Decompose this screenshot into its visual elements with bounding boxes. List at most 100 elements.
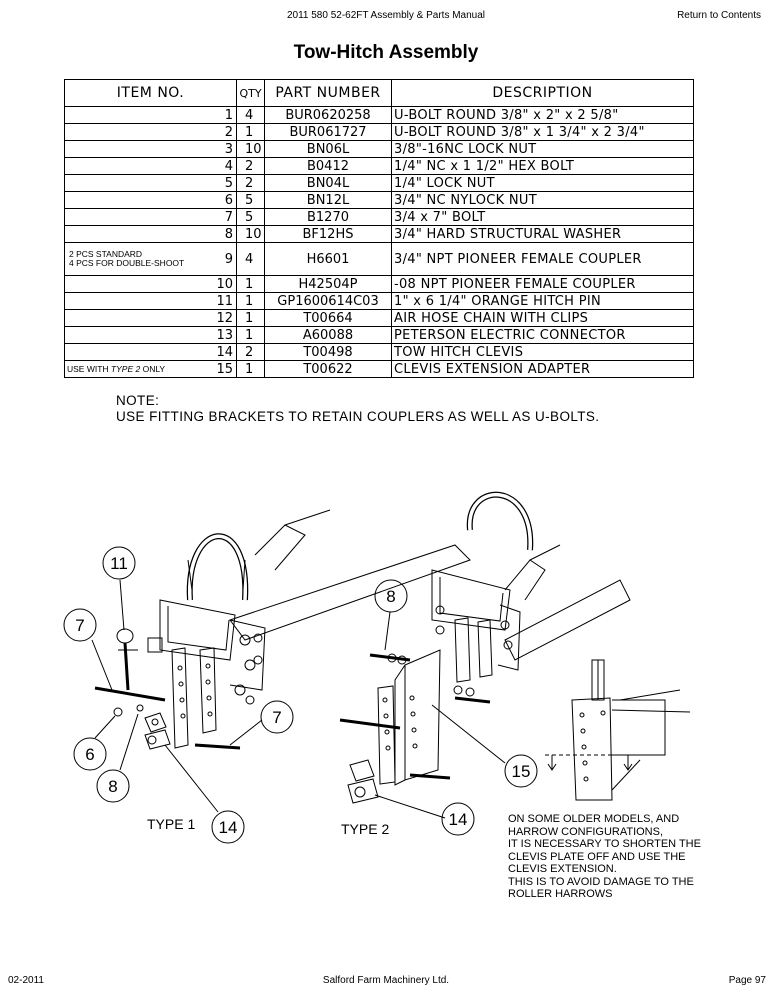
type1-hitch-pin (116, 628, 138, 691)
type1-leader-lines (91, 579, 263, 813)
header-part-number: PART NUMBER (264, 79, 392, 107)
table-row: 14 2 T00498 TOW HITCH CLEVIS (64, 343, 694, 361)
side-note-line: ROLLER HARROWS (508, 888, 613, 900)
return-to-contents-link[interactable]: Return to Contents (677, 10, 761, 21)
description: 3/4" NPT PIONEER FEMALE COUPLER (391, 242, 694, 276)
part-number: T00664 (264, 309, 392, 327)
type1-bolts (94, 686, 241, 750)
header-item-no: ITEM NO. (64, 79, 237, 107)
older-model-detail (545, 659, 691, 801)
side-note-line: CLEVIS PLATE OFF AND USE THE (508, 850, 686, 863)
note-heading: NOTE: (116, 393, 160, 408)
description: AIR HOSE CHAIN WITH CLIPS (391, 309, 694, 327)
item-no: 11 (64, 292, 237, 310)
callout-8-left: 8 (96, 769, 130, 803)
part-number: H6601 (264, 242, 392, 276)
qty: 1 (236, 275, 265, 293)
callout-6-text: 6 (85, 745, 94, 764)
callout-14-right: 14 (441, 802, 475, 836)
table-row: 8 10 BF12HS 3/4" HARD STRUCTURAL WASHER (64, 225, 694, 243)
type1-connector (147, 637, 163, 653)
type1-label: TYPE 1 (147, 816, 195, 832)
type2-note: USE WITH TYPE 2 ONLY (67, 365, 165, 374)
page-title: Tow-Hitch Assembly (293, 42, 479, 63)
table-row: 12 1 T00664 AIR HOSE CHAIN WITH CLIPS (64, 309, 694, 327)
callout-11: 11 (102, 546, 136, 580)
table-row: 4 2 B0412 1/4" NC x 1 1/2" HEX BOLT (64, 157, 694, 175)
item-no: 2 (64, 123, 237, 141)
qty: 10 (236, 225, 265, 243)
type2-note-em: TYPE 2 (110, 364, 141, 374)
part-number: B0412 (264, 157, 392, 175)
qty: 1 (236, 360, 265, 378)
coupler-note-line2: 4 PCS FOR DOUBLE-SHOOT (69, 258, 185, 268)
item-no: 3 (64, 140, 237, 158)
table-row: 7 5 B1270 3/4 x 7" BOLT (64, 208, 694, 226)
item-no: 7 (64, 208, 237, 226)
qty: 10 (236, 140, 265, 158)
description: 3/4" HARD STRUCTURAL WASHER (391, 225, 694, 243)
table-header-row: ITEM NO. QTY PART NUMBER DESCRIPTION (64, 79, 694, 107)
description: U-BOLT ROUND 3/8" x 1 3/4" x 2 3/4" (391, 123, 694, 141)
type2-hose-loop (466, 491, 534, 551)
table-row: USE WITH TYPE 2 ONLY 15 1 T00622 CLEVIS … (64, 360, 694, 378)
part-number: BUR0620258 (264, 106, 392, 124)
description: -08 NPT PIONEER FEMALE COUPLER (391, 275, 694, 293)
type2-extension-adapter (377, 649, 441, 786)
side-note-line: HARROW CONFIGURATIONS, (508, 825, 664, 838)
side-note-line: ON SOME OLDER MODELS, AND (508, 813, 680, 825)
description: U-BOLT ROUND 3/8" x 2" x 2 5/8" (391, 106, 694, 124)
part-number: BN06L (264, 140, 392, 158)
description: 3/4" NC NYLOCK NUT (391, 191, 694, 209)
note-text: USE FITTING BRACKETS TO RETAIN COUPLERS … (116, 409, 600, 424)
table-row: 13 1 A60088 PETERSON ELECTRIC CONNECTOR (64, 326, 694, 344)
item-no: 8 (64, 225, 237, 243)
part-number: H42504P (264, 275, 392, 293)
type2-bolts (339, 653, 491, 780)
part-number: T00498 (264, 343, 392, 361)
qty: 4 (236, 242, 265, 276)
assembly-note: NOTE: USE FITTING BRACKETS TO RETAIN COU… (116, 393, 599, 425)
part-number: BN12L (264, 191, 392, 209)
footer-date: 02-2011 (8, 975, 44, 986)
table-row: 6 5 BN12L 3/4" NC NYLOCK NUT (64, 191, 694, 209)
description: PETERSON ELECTRIC CONNECTOR (391, 326, 694, 344)
footer-company: Salford Farm Machinery Ltd. (322, 975, 450, 986)
side-note-line: THIS IS TO AVOID DAMAGE TO THE (508, 875, 694, 888)
type1-frame-beam (229, 509, 471, 641)
qty: 2 (236, 343, 265, 361)
qty: 1 (236, 123, 265, 141)
header-qty: QTY (236, 79, 265, 107)
parts-table: ITEM NO. QTY PART NUMBER DESCRIPTION 1 4… (64, 79, 694, 378)
callout-7-left: 7 (63, 608, 97, 642)
side-note-line: CLEVIS EXTENSION. (508, 863, 617, 875)
item-no: 9 (224, 251, 233, 267)
part-number: BN04L (264, 174, 392, 192)
part-number: B1270 (264, 208, 392, 226)
type2-leader-lines (374, 611, 506, 819)
item-no: 12 (64, 309, 237, 327)
type2-hitch-bracket (431, 569, 521, 683)
item-no: 14 (64, 343, 237, 361)
qty: 4 (236, 106, 265, 124)
table-row: 11 1 GP1600614C03 1" x 6 1/4" ORANGE HIT… (64, 292, 694, 310)
footer-page-number: Page 97 (728, 975, 766, 986)
description: CLEVIS EXTENSION ADAPTER (391, 360, 694, 378)
item-no: 15 (216, 361, 233, 377)
item-no-cell: 2 PCS STANDARD 4 PCS FOR DOUBLE-SHOOT 9 (64, 242, 237, 276)
table-row: 3 10 BN06L 3/8"-16NC LOCK NUT (64, 140, 694, 158)
callout-14-right-text: 14 (449, 810, 468, 829)
qty: 2 (236, 174, 265, 192)
callout-15-text: 15 (512, 762, 531, 781)
type1-hose-loop (186, 533, 249, 601)
item-no: 4 (64, 157, 237, 175)
callout-6: 6 (73, 737, 107, 771)
part-number: GP1600614C03 (264, 292, 392, 310)
table-row: 10 1 H42504P -08 NPT PIONEER FEMALE COUP… (64, 275, 694, 293)
callout-8-right: 8 (374, 579, 408, 613)
callout-14-left-text: 14 (219, 818, 238, 837)
description: 3/4 x 7" BOLT (391, 208, 694, 226)
side-note-line: IT IS NECESSARY TO SHORTEN THE (508, 838, 701, 850)
part-number: BF12HS (264, 225, 392, 243)
part-number: T00622 (264, 360, 392, 378)
